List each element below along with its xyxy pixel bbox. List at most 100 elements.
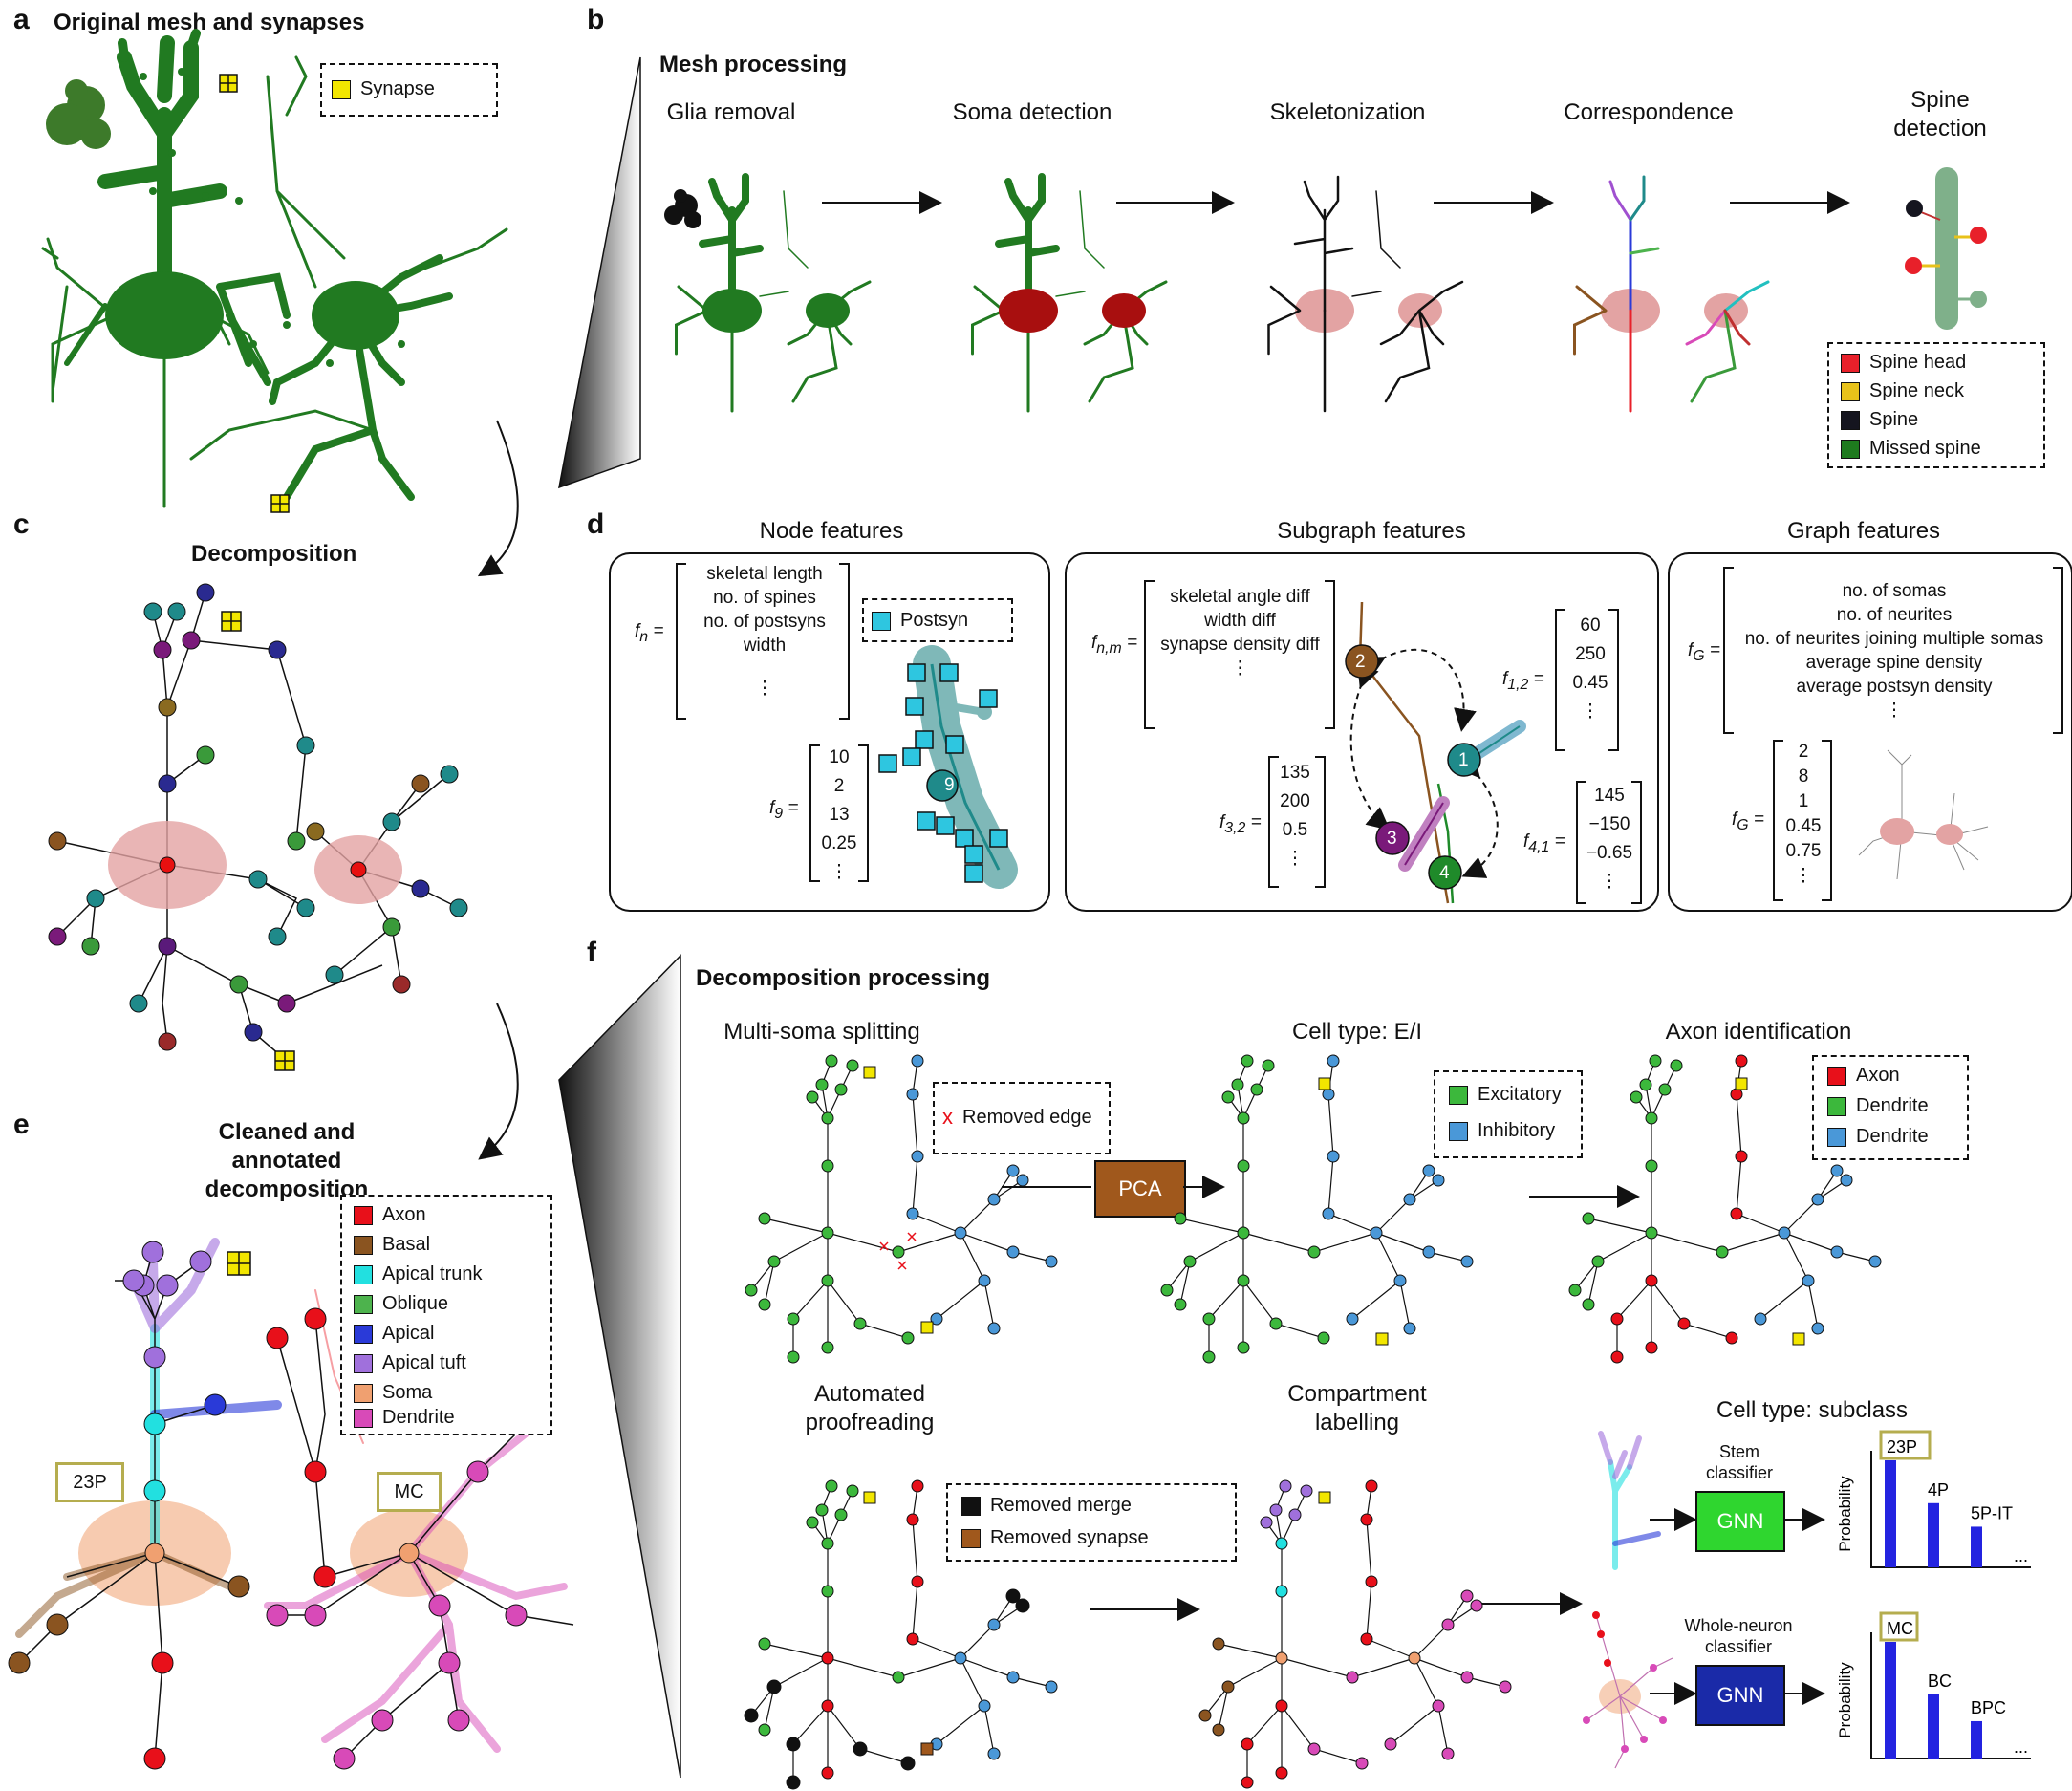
synapse-marker-e bbox=[227, 1251, 251, 1276]
basal-label: Basal bbox=[382, 1234, 431, 1255]
prob-label-23p: 23P bbox=[1887, 1437, 1917, 1457]
legend-basal: Basal bbox=[354, 1234, 430, 1256]
graph-features-box bbox=[1668, 552, 2072, 912]
stage-glia-removal: Glia removal bbox=[666, 99, 796, 125]
panel-c-title: Decomposition bbox=[191, 541, 357, 567]
legend-apical-trunk: Apical trunk bbox=[354, 1263, 483, 1285]
missed-spine-swatch bbox=[1841, 439, 1860, 459]
synapse-marker-2 bbox=[270, 494, 290, 513]
inhibitory-swatch bbox=[1449, 1121, 1468, 1141]
f9-symbol: f bbox=[769, 798, 775, 818]
fG-v3: 0.45 bbox=[1785, 816, 1822, 836]
apical-trunk-label: Apical trunk bbox=[382, 1263, 483, 1284]
spine-label: Spine bbox=[1869, 409, 1919, 430]
stage-spine-line2: detection bbox=[1893, 116, 1987, 141]
removed-synapse-label: Removed synapse bbox=[990, 1527, 1149, 1548]
feat-neurites-multi: no. of neurites joining multiple somas bbox=[1744, 629, 2044, 649]
legend-soma: Soma bbox=[354, 1382, 432, 1404]
feat-syn-density-diff: synapse density diff bbox=[1160, 635, 1320, 655]
feat-graph-ellipsis: ⋮ bbox=[1885, 701, 1904, 721]
proof-legend-merge: Removed merge bbox=[961, 1495, 1132, 1517]
synapse-marker-c2 bbox=[274, 1050, 295, 1071]
feat-no-neurites: no. of neurites bbox=[1836, 605, 1953, 625]
excitatory-swatch bbox=[1449, 1085, 1468, 1105]
prob-bar-4p bbox=[1928, 1502, 1939, 1567]
feat-sub-ellipsis: ⋮ bbox=[1231, 658, 1249, 679]
f9-subscript: 9 bbox=[774, 805, 784, 822]
f32-vector: 135 200 0.5 ⋮ bbox=[1271, 759, 1319, 874]
axon-legend-dendrite-b: Dendrite bbox=[1827, 1126, 1929, 1148]
oblique-swatch bbox=[354, 1294, 373, 1314]
f32-v0: 135 bbox=[1280, 763, 1310, 783]
decomposition-graph bbox=[48, 583, 468, 1071]
feat-no-somas: no. of somas bbox=[1842, 581, 1947, 601]
node-9-text: 9 bbox=[944, 775, 955, 795]
f12-subscript: 1,2 bbox=[1507, 676, 1529, 693]
f12-v0: 60 bbox=[1580, 615, 1601, 636]
axon-label: Axon bbox=[382, 1204, 426, 1225]
spine-legend-head: Spine head bbox=[1841, 352, 1966, 374]
annotated-decomposition bbox=[8, 1238, 574, 1770]
spine-legend-neck: Spine neck bbox=[1841, 380, 1964, 402]
axon-legend-label: Axon bbox=[1856, 1065, 1900, 1086]
fn-label: fn = bbox=[635, 621, 664, 645]
soma-label: Soma bbox=[382, 1382, 433, 1403]
removed-merge-label: Removed merge bbox=[990, 1495, 1132, 1516]
subgraph-feature-list: skeletal angle diff width diff synapse d… bbox=[1152, 585, 1328, 680]
synapse-marker-c1 bbox=[221, 611, 242, 632]
spine-head-swatch bbox=[1841, 353, 1860, 373]
step-ei: Cell type: E/I bbox=[1291, 1019, 1423, 1045]
prob-label-more: ... bbox=[2014, 1737, 2028, 1757]
f12-label: f1,2 = bbox=[1502, 669, 1544, 693]
sub-node-2: 2 bbox=[1355, 652, 1366, 672]
fG-label: fG = bbox=[1688, 640, 1720, 664]
dendrite-blue-swatch bbox=[1827, 1127, 1846, 1147]
f32-v3: ⋮ bbox=[1285, 849, 1305, 869]
f32-v2: 0.5 bbox=[1282, 820, 1308, 840]
inhibitory-label: Inhibitory bbox=[1478, 1120, 1556, 1141]
stage-skeletonization: Skeletonization bbox=[1269, 99, 1426, 125]
basal-swatch bbox=[354, 1235, 373, 1255]
fG-v5: ⋮ bbox=[1794, 866, 1813, 886]
step-ap-line1: Automated bbox=[813, 1381, 926, 1407]
ei-legend-exc: Excitatory bbox=[1449, 1084, 1562, 1106]
stem-classifier-label: Stem classifier bbox=[1692, 1441, 1787, 1483]
fnm-subscript: n,m bbox=[1096, 639, 1122, 657]
sub-node-4: 4 bbox=[1439, 863, 1450, 883]
fG-vector: 2 8 1 0.45 0.75 ⋮ bbox=[1780, 740, 1827, 889]
node-feature-list: skeletal length no. of spines no. of pos… bbox=[688, 562, 841, 701]
postsyn-label: Postsyn bbox=[900, 610, 969, 631]
dendrite-label: Dendrite bbox=[382, 1407, 455, 1428]
axon-legend-dendrite-g: Dendrite bbox=[1827, 1095, 1929, 1117]
postsyn-legend-box: Postsyn bbox=[862, 598, 1013, 642]
apical-label: Apical bbox=[382, 1323, 435, 1344]
legend-dendrite: Dendrite bbox=[354, 1407, 455, 1429]
f12-vector: 60 250 0.45 ⋮ bbox=[1564, 612, 1617, 726]
panel-label-b: b bbox=[587, 4, 605, 35]
prob-bar-5p-it bbox=[1971, 1526, 1982, 1567]
dendrite-blue-label: Dendrite bbox=[1856, 1126, 1929, 1147]
f9-v0: 10 bbox=[829, 747, 850, 767]
prob-label-bc: BC bbox=[1928, 1672, 1952, 1691]
apical-swatch bbox=[354, 1324, 373, 1344]
spine-neck-label: Spine neck bbox=[1869, 380, 1964, 401]
compartment-legend-box: Axon Basal Apical trunk Oblique Apical A… bbox=[340, 1195, 552, 1435]
f9-v1: 2 bbox=[833, 776, 845, 796]
axon-swatch bbox=[354, 1205, 373, 1225]
legend-axon: Axon bbox=[354, 1204, 426, 1226]
f41-label: f4,1 = bbox=[1523, 831, 1565, 855]
f9-v2: 13 bbox=[829, 805, 850, 825]
feat-angle-diff: skeletal angle diff bbox=[1170, 587, 1310, 607]
node-features-title: Node features bbox=[759, 518, 904, 544]
prob-label-bpc: BPC bbox=[1971, 1698, 2006, 1717]
feat-width: width bbox=[743, 636, 787, 656]
soma-swatch bbox=[354, 1383, 373, 1403]
cell-tag-mc: MC bbox=[377, 1472, 442, 1512]
removed-edge-label: Removed edge bbox=[962, 1106, 1092, 1128]
removed-synapse-swatch bbox=[961, 1528, 981, 1548]
panel-label-e: e bbox=[13, 1109, 30, 1140]
